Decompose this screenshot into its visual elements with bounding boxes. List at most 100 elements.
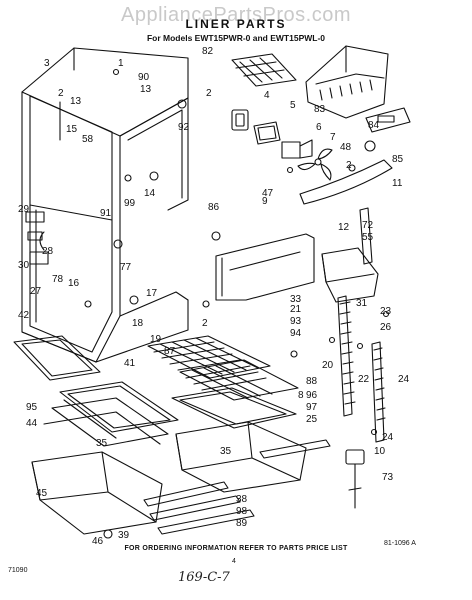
crisper-drawer-right [175, 421, 307, 493]
part-label-89: 89 [236, 518, 248, 529]
part-label-72: 72 [362, 220, 374, 231]
part-label-18: 18 [132, 318, 144, 329]
shelf-frame [43, 397, 169, 447]
bin-front [365, 107, 411, 133]
part-label-86: 86 [208, 202, 220, 213]
drawer-rails [143, 439, 331, 535]
part-label-97: 97 [306, 402, 318, 413]
left-side-brackets [25, 211, 49, 265]
part-label-78: 78 [52, 274, 64, 285]
part-label-83: 83 [314, 104, 326, 115]
part-label-13: 13 [70, 96, 82, 107]
part-label-9: 9 [262, 196, 268, 207]
part-label-20: 20 [322, 360, 334, 371]
part-label-2: 2 [206, 88, 212, 99]
damper-control [345, 449, 365, 509]
glass-shelf [59, 381, 179, 439]
part-label-22: 22 [358, 374, 370, 385]
code-left: 71090 [8, 567, 28, 574]
evaporator-cover [299, 159, 393, 205]
part-label-90: 90 [138, 72, 150, 83]
part-label-21: 21 [290, 304, 302, 315]
part-label-88: 88 [306, 376, 318, 387]
part-label-24: 24 [398, 374, 410, 385]
part-label-14: 14 [144, 188, 156, 199]
fan-motor [281, 139, 313, 159]
part-label-44: 44 [26, 418, 38, 429]
ordering-note: FOR ORDERING INFORMATION REFER TO PARTS … [124, 545, 348, 552]
rear-panel [215, 233, 315, 301]
part-label-29: 29 [18, 204, 30, 215]
part-label-35: 35 [96, 438, 108, 449]
part-label-85: 85 [392, 154, 404, 165]
part-label-25: 25 [306, 414, 318, 425]
ice-tray [231, 53, 297, 87]
cover-small-part [348, 140, 376, 172]
part-label-91: 91 [100, 208, 112, 219]
part-label-39: 39 [118, 530, 130, 541]
part-label-87: 87 [164, 346, 176, 357]
part-label-94: 94 [290, 328, 302, 339]
diagram-title: LINER PARTS [185, 17, 287, 31]
part-label-33: 33 [290, 294, 302, 305]
part-label-38: 38 [236, 494, 248, 505]
part-label-15: 15 [66, 124, 78, 135]
part-label-11: 11 [392, 178, 403, 189]
part-label-58: 58 [82, 134, 94, 145]
part-label-77: 77 [120, 262, 132, 273]
part-label-17: 17 [146, 288, 158, 299]
part-label-8: 8 [298, 390, 304, 401]
fan-blade [297, 148, 333, 181]
part-label-84: 84 [368, 120, 380, 131]
part-label-73: 73 [382, 472, 394, 483]
light-socket [231, 109, 249, 131]
part-label-2: 2 [202, 318, 208, 329]
part-label-30: 30 [18, 260, 30, 271]
part-label-24: 24 [382, 432, 394, 443]
part-label-46: 46 [92, 536, 104, 547]
part-label-95: 95 [26, 402, 38, 413]
part-label-4: 4 [264, 90, 270, 101]
part-label-45: 45 [36, 488, 48, 499]
part-label-31: 31 [356, 298, 368, 309]
part-label-99: 99 [124, 198, 136, 209]
part-label-48: 48 [340, 142, 352, 153]
crisper-drawer-left [31, 451, 163, 535]
part-label-5: 5 [290, 100, 296, 111]
code-right: 81-1096 A [384, 540, 416, 547]
part-label-2: 2 [346, 160, 352, 171]
part-label-3: 3 [44, 58, 50, 69]
part-label-42: 42 [18, 310, 30, 321]
glass-shelf-right [171, 387, 297, 429]
part-label-47: 47 [262, 188, 274, 199]
door-shelf [13, 335, 101, 381]
part-label-82: 82 [202, 46, 214, 57]
wire-shelf-upper [147, 335, 271, 379]
part-label-41: 41 [124, 358, 136, 369]
watermark: AppliancePartsPros.com [121, 4, 351, 26]
part-label-26: 26 [380, 322, 392, 333]
part-label-93: 93 [290, 316, 302, 327]
part-label-23: 23 [380, 306, 392, 317]
page-number: 4 [232, 558, 236, 565]
part-label-35: 35 [220, 446, 232, 457]
part-label-55: 55 [362, 232, 374, 243]
part-label-2: 2 [58, 88, 64, 99]
fasteners [84, 68, 390, 539]
part-label-12: 12 [338, 222, 350, 233]
part-label-10: 10 [374, 446, 386, 457]
part-label-13: 13 [140, 84, 152, 95]
part-label-28: 28 [42, 246, 54, 257]
part-label-1: 1 [118, 58, 124, 69]
part-label-92: 92 [178, 122, 190, 133]
ice-bin [305, 45, 389, 119]
part-label-6: 6 [316, 122, 322, 133]
part-label-27: 27 [30, 286, 42, 297]
gasket [253, 121, 281, 145]
liner-cabinet [21, 47, 189, 363]
part-label-19: 19 [150, 334, 162, 345]
part-label-16: 16 [68, 278, 80, 289]
part-label-7: 7 [330, 132, 336, 143]
